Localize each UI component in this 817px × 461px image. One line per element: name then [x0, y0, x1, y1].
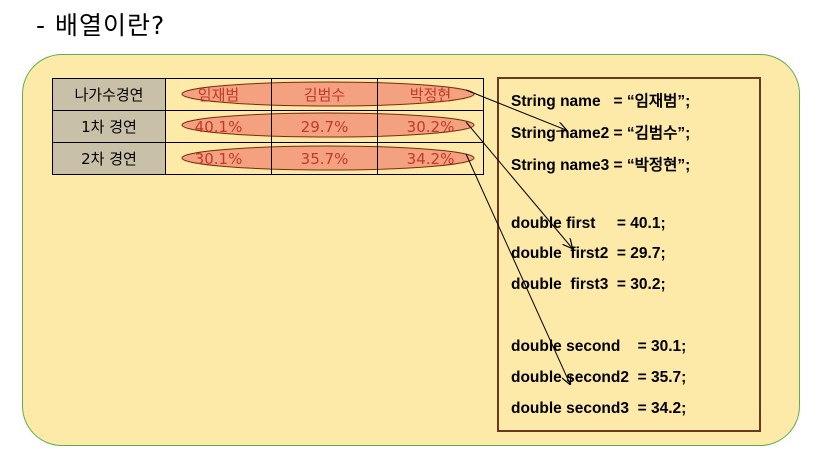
table-row: 나가수경연 임재범 김범수 박정현	[52, 78, 484, 111]
code-line: double second2 = 35.7;	[511, 369, 687, 386]
code-line: double first = 40.1;	[511, 215, 666, 232]
column-header: 박정현	[377, 78, 484, 111]
code-line: double first3 = 30.2;	[511, 276, 666, 293]
table-row: 1차 경연 40.1% 29.7% 30.2%	[52, 110, 484, 143]
code-line: double second = 30.1;	[511, 338, 687, 355]
table-cell: 35.7%	[271, 142, 378, 175]
table-cell: 30.1%	[165, 142, 272, 175]
row-header: 2차 경연	[52, 142, 166, 175]
code-line: String name = “임재범”;	[511, 93, 691, 110]
table-corner-header: 나가수경연	[52, 78, 166, 111]
table-cell: 34.2%	[377, 142, 484, 175]
table-cell: 30.2%	[377, 110, 484, 143]
column-header: 김범수	[271, 78, 378, 111]
code-box: String name = “임재범”; String name2 = “김범수…	[497, 77, 761, 432]
page-title: - 배열이란?	[36, 11, 166, 40]
code-line: String name2 = “김범수”;	[511, 125, 691, 142]
table-row: 2차 경연 30.1% 35.7% 34.2%	[52, 142, 484, 175]
table-cell: 40.1%	[165, 110, 272, 143]
code-line: double first2 = 29.7;	[511, 245, 666, 262]
table-cell: 29.7%	[271, 110, 378, 143]
code-line: double second3 = 34.2;	[511, 400, 687, 417]
row-header: 1차 경연	[52, 110, 166, 143]
code-line: String name3 = “박정현”;	[511, 157, 691, 174]
column-header: 임재범	[165, 78, 272, 111]
contest-table: 나가수경연 임재범 김범수 박정현 1차 경연 40.1% 29.7% 30.2…	[52, 78, 484, 175]
